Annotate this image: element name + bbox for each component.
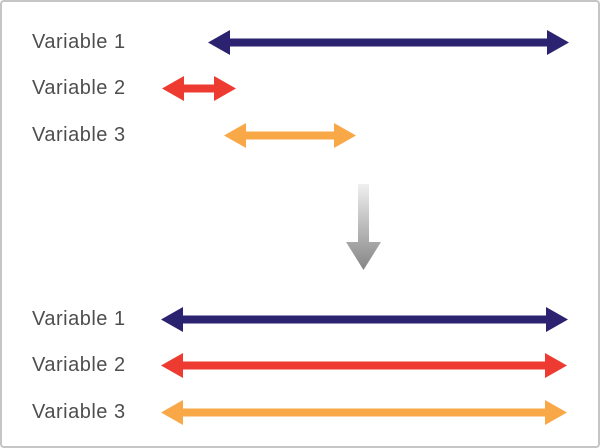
double-arrow bbox=[208, 29, 569, 55]
variable-label: Variable 3 bbox=[32, 124, 126, 146]
variable-label: Variable 2 bbox=[32, 77, 126, 99]
double-arrow bbox=[224, 122, 356, 148]
double-arrow bbox=[161, 306, 568, 332]
double-arrow bbox=[162, 75, 236, 101]
down-arrow-icon bbox=[345, 184, 381, 270]
double-arrow bbox=[161, 399, 567, 425]
variable-label: Variable 1 bbox=[32, 308, 126, 330]
variable-label: Variable 3 bbox=[32, 401, 126, 423]
variable-label: Variable 1 bbox=[32, 31, 126, 53]
double-arrow bbox=[161, 352, 567, 378]
variable-label: Variable 2 bbox=[32, 354, 126, 376]
